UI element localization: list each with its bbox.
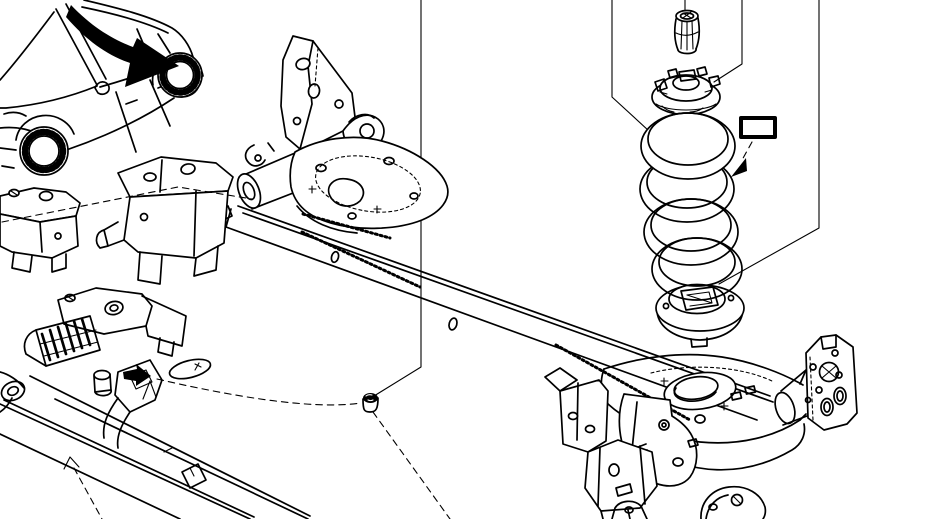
insert-arrow-icon [123,364,151,386]
upper-spring-seat [651,66,721,116]
washer [168,358,212,380]
fastener-nut-callout [156,378,451,519]
bracket-leader-line [1,186,253,223]
loose-bracket-inner [1,156,253,285]
vehicle-thumbnail [0,0,204,176]
label-box [739,116,777,139]
left-pivot-bracket [280,35,385,152]
beam-mount-detail [0,287,311,519]
location-arrow-icon [66,5,179,87]
right-bracket-cluster [544,367,706,519]
callout-frame [373,0,820,397]
loose-bracket-outer [0,187,81,273]
locating-stud [93,369,113,397]
bottom-dashed-arrow [73,467,103,519]
lower-spring-cup [655,283,745,348]
label-box-arrow [731,141,753,177]
front-wheel [19,126,69,176]
bottom-clipped-parts [611,485,767,519]
hub-plate [774,334,858,431]
left-trailing-arm [219,136,449,240]
coil-spring [639,112,743,301]
leader-arrowhead [142,380,157,400]
bump-stop [673,9,701,55]
